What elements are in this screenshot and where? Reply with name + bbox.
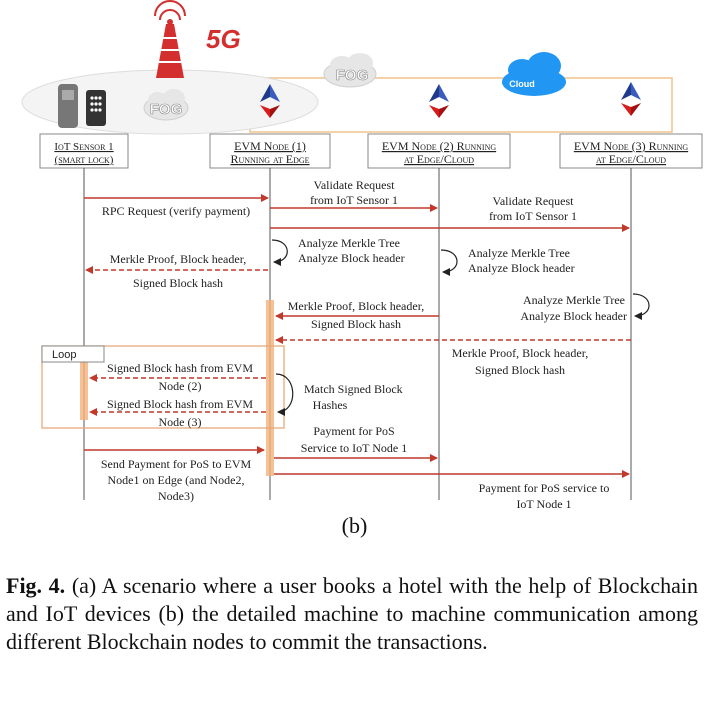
svg-text:Running at Edge: Running at Edge	[230, 152, 309, 166]
msg-match-line1: Match Signed Block	[304, 382, 403, 396]
msg-match-line2: Hashes	[313, 398, 348, 412]
svg-text:Cloud: Cloud	[509, 79, 535, 89]
svg-text:(smart lock): (smart lock)	[55, 154, 114, 166]
actor-evm-node-2: EVM Node (2) Running at Edge/Cloud	[367, 133, 511, 169]
svg-text:Loop: Loop	[52, 349, 76, 361]
svg-text:FOG: FOG	[150, 101, 183, 118]
msg-analyze-3-line1: Analyze Merkle Tree	[523, 293, 625, 307]
cloud-icon: Cloud	[502, 52, 566, 96]
caption-text: (a) A scenario where a user books a hote…	[6, 573, 698, 654]
activation-sensor	[80, 362, 88, 420]
msg-proof-3-line1: Merkle Proof, Block header,	[452, 346, 588, 360]
fog-cloud-left: FOG	[143, 89, 189, 121]
ethereum-icon-node-3	[621, 82, 641, 116]
smart-lock-icon	[58, 84, 106, 128]
msg-signed-3-line1: Signed Block hash from EVM	[107, 397, 253, 411]
selfloop-evm-2	[440, 249, 458, 276]
svg-text:at Edge/Cloud: at Edge/Cloud	[404, 152, 474, 166]
tower-icon	[154, 0, 186, 78]
msg-proof-2-line1: Merkle Proof, Block header,	[288, 299, 424, 313]
msg-payment-svc-line1: Payment for PoS service to	[479, 481, 610, 495]
selfloop-evm-1	[271, 239, 288, 266]
actor-evm-node-3: EVM Node (3) Running at Edge/Cloud	[559, 133, 703, 169]
msg-validate-1-line1: Validate Request	[314, 178, 396, 192]
msg-send-payment-line3: Node3)	[158, 489, 194, 503]
msg-analyze-1-line2: Analyze Block header	[298, 251, 405, 265]
svg-text:EVM Node (3) Running: EVM Node (3) Running	[574, 139, 689, 153]
actor-evm-node-1: EVM Node (1) Running at Edge	[209, 133, 331, 169]
fog-cloud-top: FOG	[323, 53, 377, 88]
msg-validate-2-line2: from IoT Sensor 1	[489, 209, 577, 223]
selfloop-match	[275, 373, 294, 416]
subfigure-label: (b)	[341, 513, 368, 538]
msg-send-payment-line2: Node1 on Edge (and Node2,	[108, 473, 245, 487]
msg-proof-sensor-line1: Merkle Proof, Block header,	[110, 252, 246, 266]
msg-payment-1-line2: Service to IoT Node 1	[301, 441, 407, 455]
msg-signed-3-line2: Node (3)	[159, 415, 202, 429]
msg-payment-1-line1: Payment for PoS	[313, 424, 394, 438]
badge-5g: 5G	[206, 24, 241, 54]
ethereum-icon-node-2	[429, 84, 449, 118]
msg-analyze-1-line1: Analyze Merkle Tree	[298, 236, 400, 250]
loop-frame: Loop	[41, 345, 285, 429]
msg-analyze-2-line2: Analyze Block header	[468, 261, 575, 275]
ethereum-icon-node-1	[260, 84, 280, 118]
msg-signed-2-line1: Signed Block hash from EVM	[107, 361, 253, 375]
msg-analyze-3-line2: Analyze Block header	[520, 309, 627, 323]
figure-caption: Fig. 4. (a) A scenario where a user book…	[6, 572, 698, 656]
svg-text:EVM Node (2) Running: EVM Node (2) Running	[382, 139, 497, 153]
svg-text:EVM Node (1): EVM Node (1)	[234, 139, 306, 153]
selfloop-evm-3	[632, 293, 650, 320]
msg-analyze-2-line1: Analyze Merkle Tree	[468, 246, 570, 260]
msg-proof-2-line2: Signed Block hash	[311, 317, 401, 331]
actor-iot-sensor: IoT Sensor 1 (smart lock)	[39, 133, 129, 169]
msg-proof-3-line2: Signed Block hash	[475, 363, 565, 377]
msg-validate-1-line2: from IoT Sensor 1	[310, 193, 398, 207]
caption-label: Fig. 4.	[6, 573, 66, 598]
msg-payment-svc-line2: IoT Node 1	[516, 497, 571, 511]
msg-signed-2-line2: Node (2)	[159, 379, 202, 393]
msg-send-payment-line1: Send Payment for PoS to EVM	[101, 457, 252, 471]
msg-validate-2-line1: Validate Request	[493, 194, 575, 208]
activation-evm-1	[266, 300, 274, 476]
svg-text:FOG: FOG	[336, 67, 369, 84]
svg-text:IoT Sensor 1: IoT Sensor 1	[54, 141, 113, 153]
msg-rpc-request: RPC Request (verify payment)	[102, 204, 250, 218]
svg-text:at Edge/Cloud: at Edge/Cloud	[596, 152, 666, 166]
msg-proof-sensor-line2: Signed Block hash	[133, 276, 223, 290]
